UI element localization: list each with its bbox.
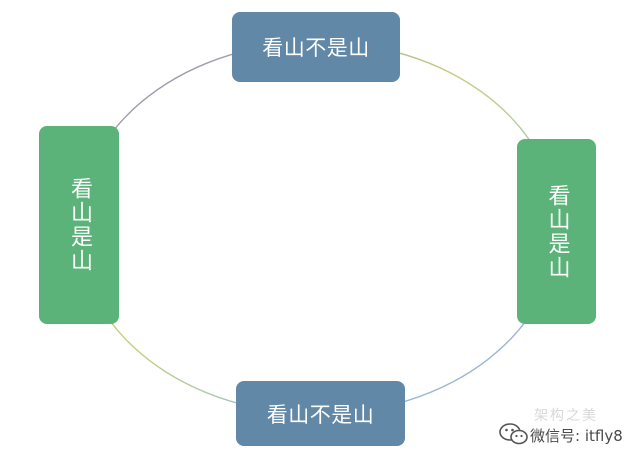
node-bottom: 看山不是山 <box>236 381 405 446</box>
node-right-label: 看山是山 <box>544 183 570 280</box>
wechat-icon <box>498 421 530 447</box>
watermark-faint-text: 架构之美 <box>534 408 598 424</box>
node-left-label: 看山是山 <box>67 177 92 273</box>
node-top: 看山不是山 <box>232 12 400 82</box>
node-right: 看山是山 <box>517 139 596 324</box>
cycle-ellipse <box>77 41 559 415</box>
node-left: 看山是山 <box>39 126 119 324</box>
watermark: 架构之美 微信号: itfly8 <box>498 405 638 460</box>
node-top-label: 看山不是山 <box>262 36 370 60</box>
watermark-text: 微信号: itfly8 <box>530 427 623 445</box>
node-bottom-label: 看山不是山 <box>266 402 375 427</box>
